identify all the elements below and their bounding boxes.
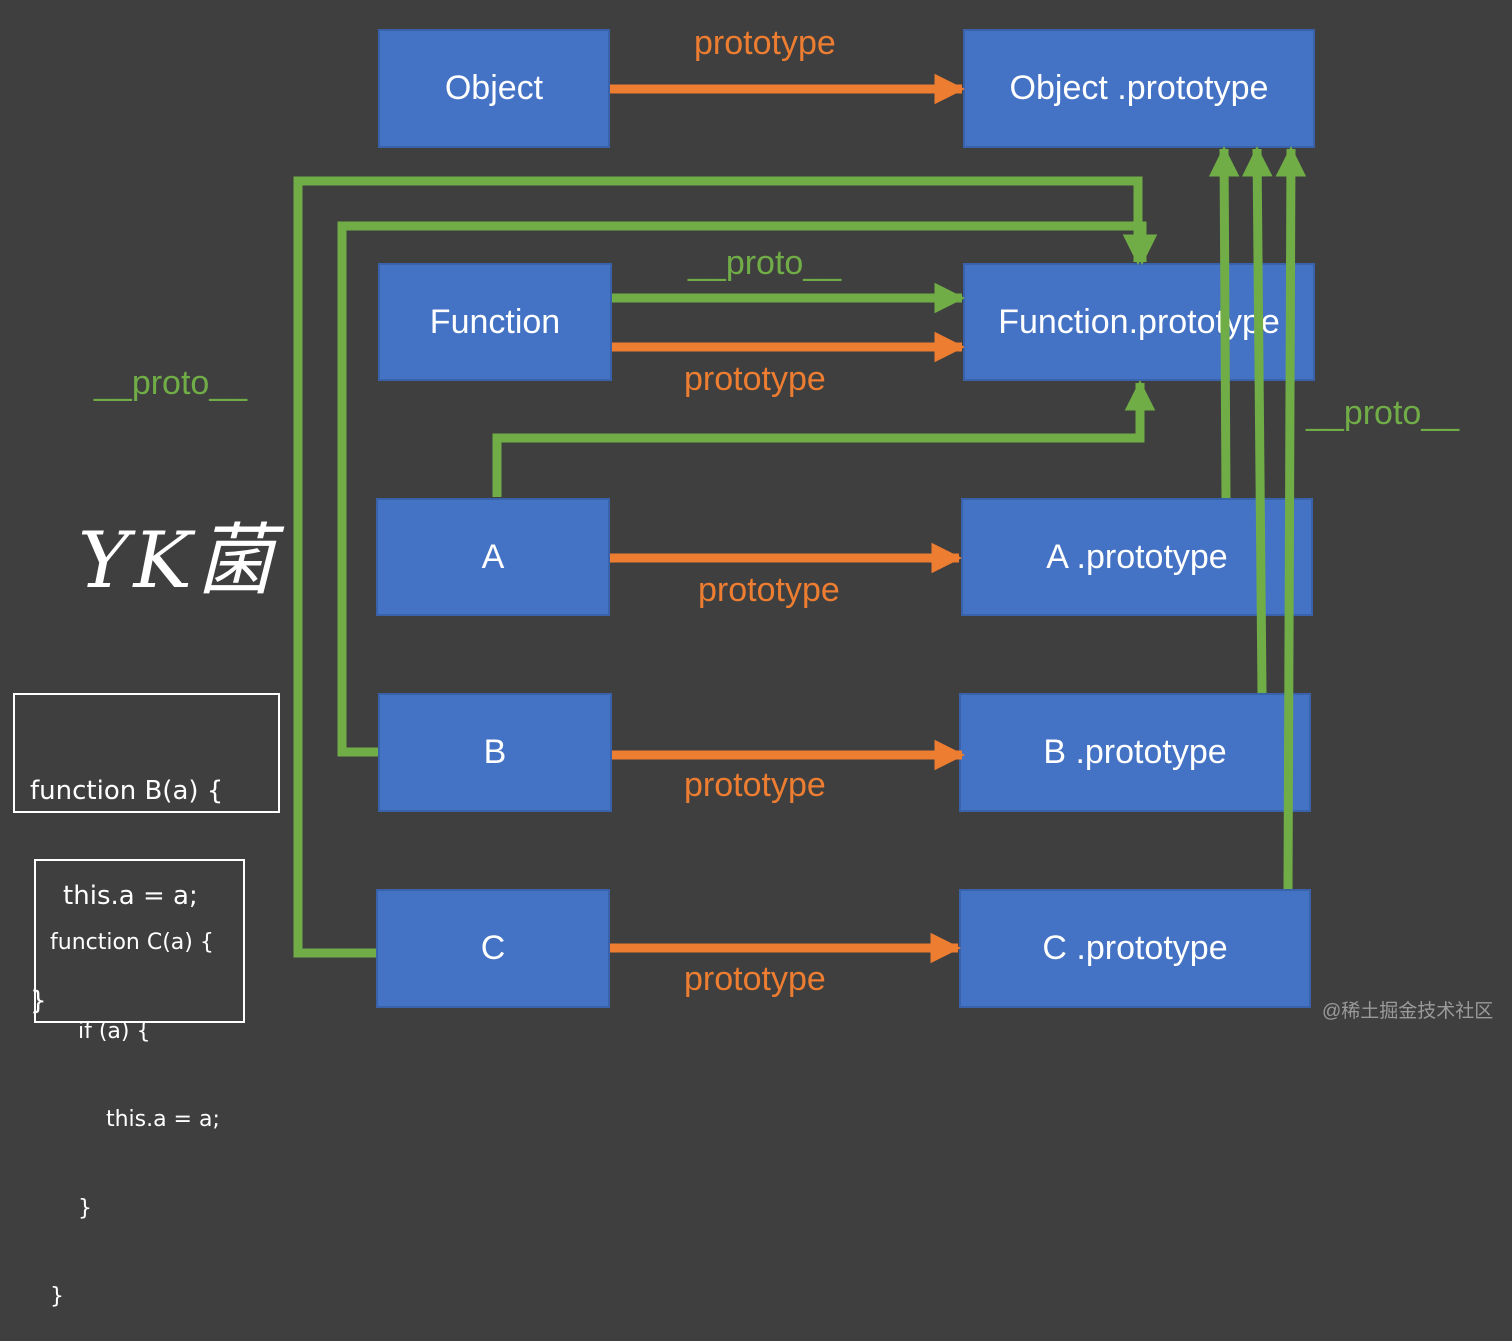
node-a-prototype: A .prototype (961, 498, 1313, 616)
label-left-proto: __proto__ (94, 364, 248, 402)
node-a-prototype-label: A .prototype (1046, 537, 1228, 576)
node-object-prototype: Object .prototype (963, 29, 1315, 148)
label-a-prototype: prototype (698, 571, 840, 609)
code-box-b: function B(a) { this.a = a; } (13, 693, 280, 1016)
node-c: C (376, 889, 610, 1008)
code-c-line: if (a) { (50, 1018, 151, 1044)
code-c-line: this.a = a; (50, 1107, 220, 1132)
logo: YK菌 (78, 516, 278, 606)
label-b-prototype: prototype (684, 766, 826, 804)
code-c-line: } (50, 1284, 64, 1309)
label-right-proto: __proto__ (1306, 394, 1460, 432)
node-c-prototype-label: C .prototype (1042, 929, 1228, 967)
code-b-line: function B(a) { (30, 776, 224, 806)
arrow-a-proto (492, 379, 1156, 497)
node-object: Object (378, 29, 610, 148)
arrow-b-prototype-proto (1241, 145, 1273, 694)
node-function: Function (378, 263, 612, 381)
node-a-label: A (481, 537, 505, 576)
arrow-a-prototype-proto (1208, 145, 1240, 499)
arrow-c-prototype-proto (1275, 145, 1307, 890)
label-c-prototype: prototype (684, 960, 826, 998)
node-a: A (376, 498, 610, 616)
node-object-label: Object (444, 69, 544, 107)
code-c-line: function C(a) { (50, 930, 214, 955)
code-b-line: this.a = a; (30, 881, 198, 911)
label-function-proto: __proto__ (688, 244, 842, 282)
code-box-c: function C(a) { if (a) { this.a = a; } } (34, 859, 245, 1309)
code-c-line: } (50, 1195, 92, 1221)
label-function-prototype: prototype (684, 360, 826, 398)
node-b-prototype: B .prototype (959, 693, 1311, 812)
arrow-b-proto (337, 221, 1158, 757)
connector-arrows (293, 73, 1307, 964)
node-object-prototype-label: Object .prototype (1009, 69, 1269, 107)
node-b-prototype-label: B .prototype (1043, 733, 1227, 771)
watermark: @稀土掘金技术社区 (1322, 1001, 1494, 1022)
node-b: B (378, 693, 612, 812)
label-object-prototype: prototype (694, 24, 836, 62)
node-c-label: C (480, 929, 506, 967)
node-b-label: B (483, 733, 507, 771)
node-c-prototype: C .prototype (959, 889, 1311, 1008)
node-function-label: Function (429, 302, 561, 341)
arrow-c-proto (293, 176, 1154, 958)
node-function-prototype-label: Function.prototype (998, 302, 1280, 341)
